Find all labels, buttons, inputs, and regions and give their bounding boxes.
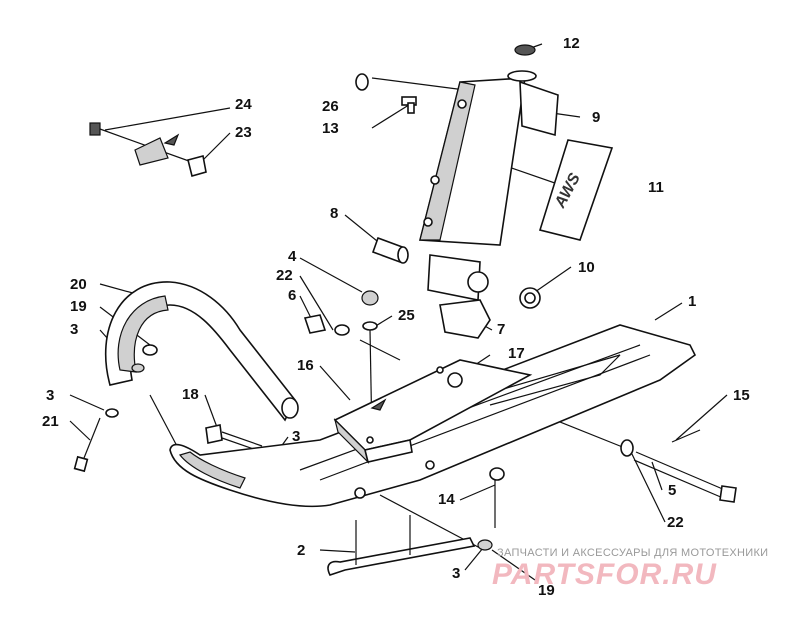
watermark: ЗАПЧАСТИ И АКСЕССУАРЫ ДЛЯ МОТОТЕХНИКИ PA… xyxy=(492,547,768,591)
washer-part-3a xyxy=(131,363,145,373)
callout-25: 25 xyxy=(398,307,415,324)
nut-part-4 xyxy=(361,290,379,306)
callout-17: 17 xyxy=(508,345,525,362)
bolt-part-24 xyxy=(89,122,207,177)
callout-15: 15 xyxy=(733,387,750,404)
saddle-part-16 xyxy=(333,359,533,464)
cotter-pin-part-15 xyxy=(671,429,701,443)
callout-5: 5 xyxy=(668,482,676,499)
nut-part-14 xyxy=(489,467,505,481)
callout-26: 26 xyxy=(322,98,339,115)
callout-24: 24 xyxy=(235,96,252,113)
decal-part-11: AWS xyxy=(538,139,614,241)
callout-22: 22 xyxy=(667,514,684,531)
washer-part-22a xyxy=(334,324,350,336)
callout-18: 18 xyxy=(182,386,199,403)
bushing-part-8 xyxy=(371,236,409,264)
callout-23: 23 xyxy=(235,124,252,141)
fitting-part-13 xyxy=(401,96,417,114)
callout-7: 7 xyxy=(497,321,505,338)
callout-3: 3 xyxy=(46,387,54,404)
washer-part-19a xyxy=(142,344,158,356)
callout-14: 14 xyxy=(438,491,455,508)
callout-2: 2 xyxy=(297,542,305,559)
callout-19: 19 xyxy=(70,298,87,315)
callout-3: 3 xyxy=(70,321,78,338)
washer-part-3b xyxy=(105,408,119,418)
wear-bar-part-2 xyxy=(327,478,496,576)
arrow-icon xyxy=(163,133,180,146)
washer-part-25 xyxy=(362,321,378,331)
watermark-logo: PARTSFOR.RU xyxy=(492,558,717,591)
nut-part-6 xyxy=(303,314,327,334)
callout-4: 4 xyxy=(288,248,297,265)
callout-21: 21 xyxy=(42,413,59,430)
callout-22: 22 xyxy=(276,267,293,284)
nut-part-26 xyxy=(355,73,369,91)
callout-11: 11 xyxy=(648,179,664,196)
callout-10: 10 xyxy=(578,259,595,276)
callout-16: 16 xyxy=(297,357,314,374)
bumper-part-7 xyxy=(439,299,491,339)
bolt-part-21 xyxy=(73,417,101,473)
callout-1: 1 xyxy=(688,293,696,310)
watermark-tagline: ЗАПЧАСТИ И АКСЕССУАРЫ ДЛЯ МОТОТЕХНИКИ xyxy=(497,547,768,559)
callout-8: 8 xyxy=(330,205,338,222)
callout-12: 12 xyxy=(563,35,580,52)
callout-3: 3 xyxy=(452,565,460,582)
cap-part-12 xyxy=(514,44,536,56)
callout-labels: 1 2 3 3 3 3 4 5 6 7 8 9 10 11 12 13 14 1… xyxy=(42,35,750,599)
spindle-housing xyxy=(418,70,559,301)
callout-19: 19 xyxy=(538,582,555,599)
washer-part-3d xyxy=(477,539,493,551)
bushing-part-10 xyxy=(519,287,541,309)
callout-9: 9 xyxy=(592,109,600,126)
bolt-part-5 xyxy=(620,439,737,503)
callout-3: 3 xyxy=(292,428,300,445)
callout-20: 20 xyxy=(70,276,87,293)
ski-loop-part-20 xyxy=(105,281,299,422)
callout-13: 13 xyxy=(322,120,339,137)
arrow-icon xyxy=(370,398,387,411)
callout-6: 6 xyxy=(288,287,296,304)
